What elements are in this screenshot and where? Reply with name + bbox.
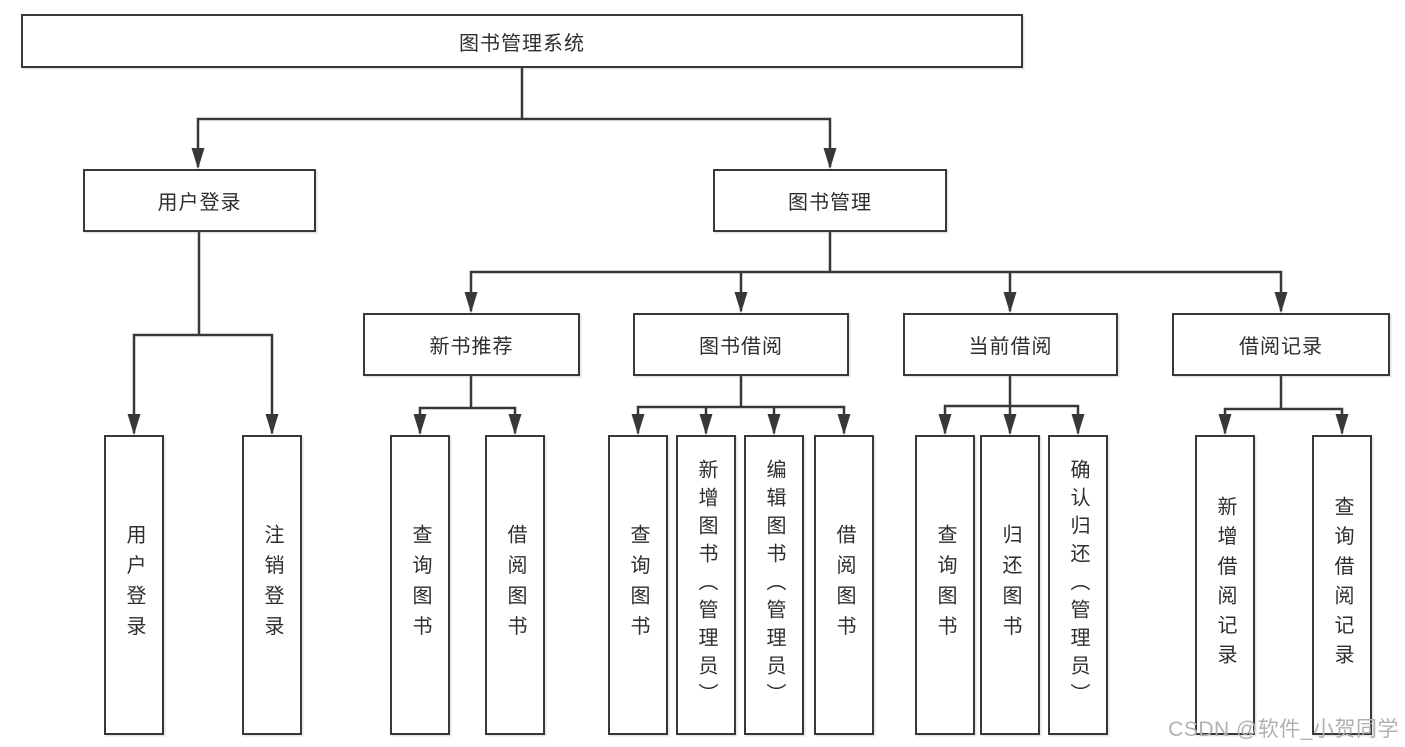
node-book-management-label: 图书管理 <box>788 192 872 214</box>
node-user-login-label: 用户登录 <box>157 192 242 214</box>
leaf-rec-query-record-label: 查询借阅记录 <box>1331 496 1353 674</box>
leaf-bb-query-books: 查询图书 <box>608 435 668 735</box>
connector-book-borrow <box>636 374 846 434</box>
leaf-nb-borrow-books-label: 借阅图书 <box>504 524 526 646</box>
leaf-rec-add-record-label: 新增借阅记录 <box>1214 496 1236 674</box>
connector-new-book-recommend <box>418 374 517 434</box>
node-book-borrow: 图书借阅 <box>633 313 849 376</box>
node-book-management: 图书管理 <box>713 169 947 232</box>
leaf-nb-query-books: 查询图书 <box>390 435 450 735</box>
leaf-bb-query-books-label: 查询图书 <box>627 524 649 646</box>
leaf-cb-query-books: 查询图书 <box>915 435 975 735</box>
leaf-rec-query-record: 查询借阅记录 <box>1312 435 1372 735</box>
leaf-bb-edit-books-admin: 编辑图书（管理员） <box>744 435 804 735</box>
node-borrow-records-label: 借阅记录 <box>1239 336 1323 358</box>
node-new-book-recommend: 新书推荐 <box>363 313 580 376</box>
leaf-bb-add-books-admin-label: 新增图书（管理员） <box>695 459 717 711</box>
node-new-book-recommend-label: 新书推荐 <box>429 336 514 358</box>
leaf-nb-query-books-label: 查询图书 <box>409 524 431 646</box>
leaf-nb-borrow-books: 借阅图书 <box>485 435 545 735</box>
node-user-login: 用户登录 <box>83 169 316 232</box>
leaf-cb-return-books-label: 归还图书 <box>999 524 1021 646</box>
leaf-bb-edit-books-admin-label: 编辑图书（管理员） <box>763 459 785 711</box>
leaf-bb-add-books-admin: 新增图书（管理员） <box>676 435 736 735</box>
leaf-user-login-label: 用户登录 <box>123 524 145 646</box>
leaf-user-login: 用户登录 <box>104 435 164 735</box>
node-book-borrow-label: 图书借阅 <box>699 336 783 358</box>
connector-book-management <box>469 230 1283 312</box>
connector-borrow-records <box>1223 374 1344 434</box>
connector-root <box>196 66 832 168</box>
connector-user-login <box>132 230 274 434</box>
leaf-logout: 注销登录 <box>242 435 302 735</box>
leaf-rec-add-record: 新增借阅记录 <box>1195 435 1255 735</box>
watermark-text: CSDN @软件_小贺同学 <box>1168 718 1399 741</box>
tree-connectors <box>132 66 1344 434</box>
node-current-borrow-label: 当前借阅 <box>968 336 1053 358</box>
leaf-cb-confirm-return-admin: 确认归还（管理员） <box>1048 435 1108 735</box>
node-current-borrow: 当前借阅 <box>903 313 1118 376</box>
leaf-cb-return-books: 归还图书 <box>980 435 1040 735</box>
node-borrow-records: 借阅记录 <box>1172 313 1390 376</box>
leaf-bb-borrow-books: 借阅图书 <box>814 435 874 735</box>
leaf-cb-confirm-return-admin-label: 确认归还（管理员） <box>1067 459 1089 711</box>
node-root: 图书管理系统 <box>21 14 1023 68</box>
leaf-cb-query-books-label: 查询图书 <box>934 524 956 646</box>
node-root-label: 图书管理系统 <box>459 32 585 55</box>
leaf-bb-borrow-books-label: 借阅图书 <box>833 524 855 646</box>
leaf-logout-label: 注销登录 <box>261 524 283 646</box>
